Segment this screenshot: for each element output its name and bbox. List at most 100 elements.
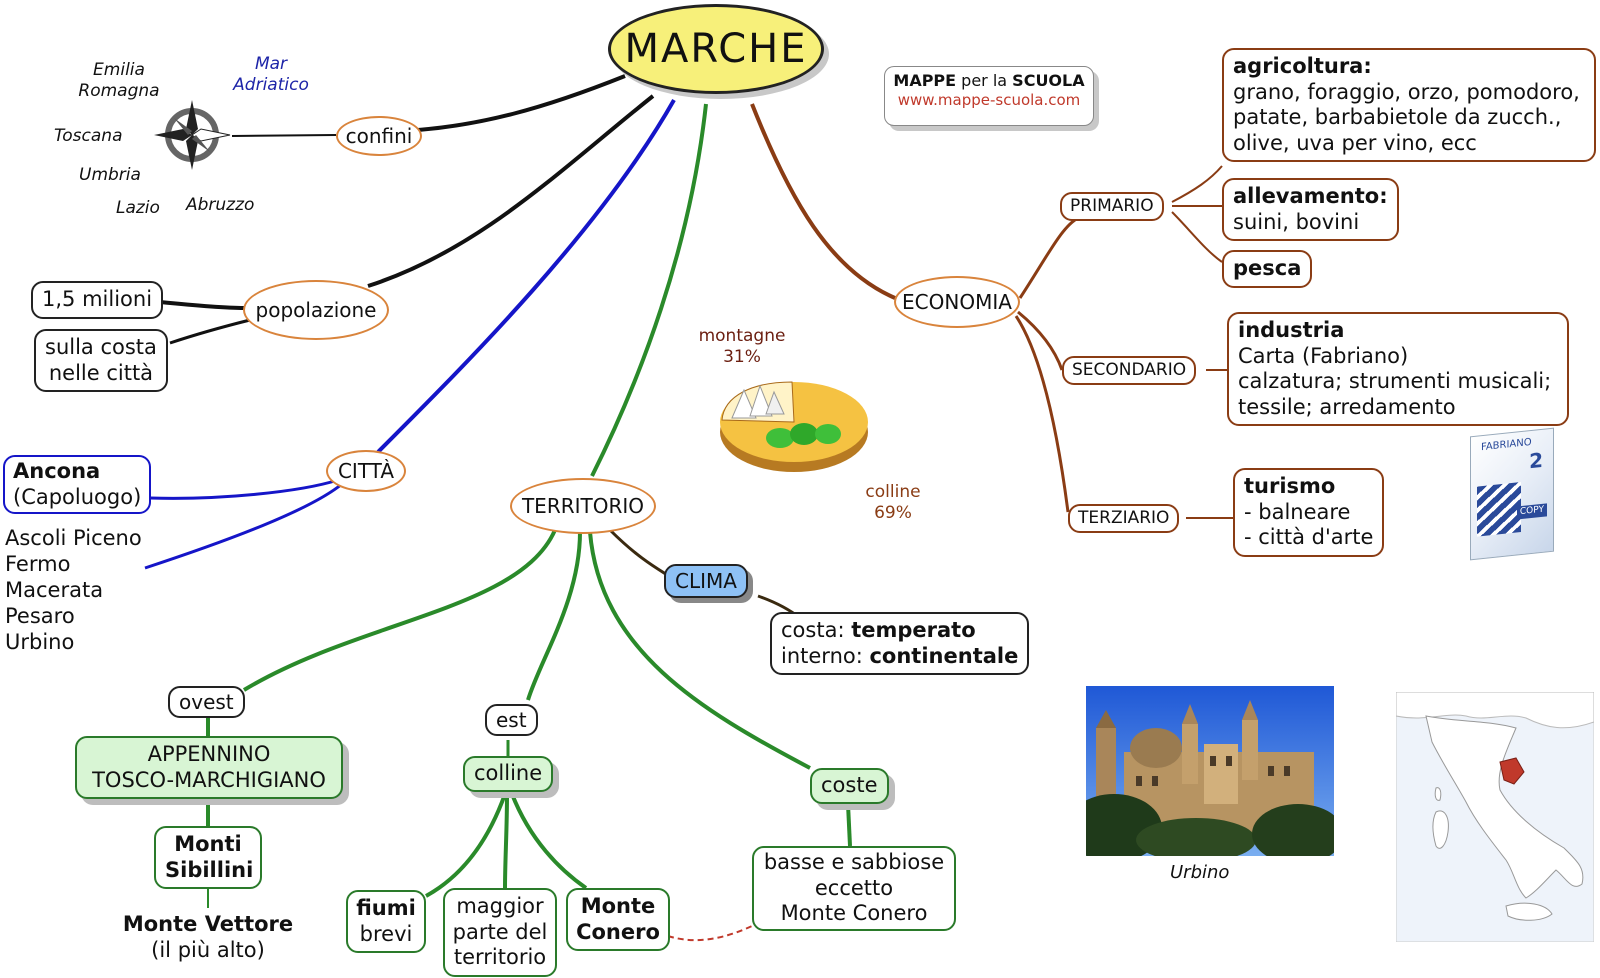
city-item: Urbino <box>5 630 75 655</box>
turismo-box[interactable]: turismo - balneare - città d'arte <box>1233 468 1385 557</box>
fabriano-paper-ream-image: FABRIANO 2 COPY <box>1470 427 1554 561</box>
industria-box[interactable]: industria Carta (Fabriano) calzatura; st… <box>1227 312 1569 427</box>
industria-line: tessile; arredamento <box>1238 394 1456 419</box>
fiumi-line2: brevi <box>359 921 413 946</box>
brand-url: www.mappe-scuola.com <box>897 90 1081 109</box>
pie-montagne-text: montagne <box>698 326 786 346</box>
population-count: 1,5 milioni <box>42 287 153 311</box>
coste-line3: Monte Conero <box>780 901 928 926</box>
turismo-line: - città d'arte <box>1244 525 1374 550</box>
capital-note: (Capoluogo) <box>13 484 142 509</box>
capital-box[interactable]: Ancona (Capoluogo) <box>3 455 152 515</box>
agricoltura-title: agricoltura: <box>1233 54 1372 78</box>
population-where-box[interactable]: sulla costa nelle città <box>34 329 168 393</box>
pie-label-montagne: montagne 31% <box>686 326 798 367</box>
colline-node[interactable]: colline <box>463 756 554 792</box>
population-count-box[interactable]: 1,5 milioni <box>31 281 164 319</box>
territory-pie-illustration <box>720 381 868 472</box>
urbino-photo <box>1086 686 1334 856</box>
city-item: Pesaro <box>5 604 75 629</box>
colline-label: colline <box>474 761 543 785</box>
pie-montagne-pct: 31% <box>723 346 761 367</box>
region-emilia-romagna: Emilia Romagna <box>78 60 160 102</box>
secondario-label: SECONDARIO <box>1072 360 1187 380</box>
pesca-label: pesca <box>1233 256 1302 280</box>
confini-label: confini <box>345 123 413 148</box>
clima-interno-label: interno: <box>781 643 870 668</box>
agricoltura-box[interactable]: agricoltura: grano, foraggio, orzo, pomo… <box>1222 48 1596 163</box>
territorio-node[interactable]: TERRITORIO <box>510 478 656 534</box>
primario-node[interactable]: PRIMARIO <box>1060 192 1164 221</box>
industria-line: calzatura; strumenti musicali; <box>1238 369 1552 394</box>
clima-node[interactable]: CLIMA <box>664 564 748 599</box>
terziario-node[interactable]: TERZIARIO <box>1068 504 1180 533</box>
coste-line2: eccetto <box>814 875 894 900</box>
coste-box[interactable]: basse e sabbiose eccetto Monte Conero <box>752 846 956 931</box>
agricoltura-line: patate, barbabietole da zucch., <box>1233 105 1562 130</box>
primario-label: PRIMARIO <box>1070 196 1154 216</box>
appennino-line2: TOSCO-MARCHIGIANO <box>92 767 326 792</box>
conero-line1: Monte <box>580 894 656 918</box>
coste-line1: basse e sabbiose <box>763 850 945 874</box>
pie-colline-pct: 69% <box>874 502 912 523</box>
sibillini-node[interactable]: Monti Sibillini <box>154 826 262 890</box>
pesca-box[interactable]: pesca <box>1222 250 1313 288</box>
agricoltura-line: olive, uva per vino, ecc <box>1233 130 1477 155</box>
compass-rose-icon <box>154 100 231 170</box>
clima-interno-value: continentale <box>869 643 1019 668</box>
est-label: est <box>496 708 527 732</box>
popolazione-node[interactable]: popolazione <box>243 280 389 340</box>
brand-scuola: SCUOLA <box>1012 71 1085 90</box>
other-cities-list: Ascoli Piceno Fermo Macerata Pesaro Urbi… <box>5 525 142 655</box>
allevamento-text: suini, bovini <box>1233 209 1360 234</box>
sibillini-line1: Monti <box>174 832 242 856</box>
secondario-node[interactable]: SECONDARIO <box>1062 356 1197 385</box>
coste-node[interactable]: coste <box>810 768 889 804</box>
pie-colline-text: colline <box>865 482 921 502</box>
industria-line: Carta (Fabriano) <box>1238 343 1409 368</box>
territorio-label: TERRITORIO <box>521 493 645 518</box>
maggior-line1: maggior <box>456 894 544 918</box>
vettore-text: Monte Vettore (il più alto) <box>108 912 308 963</box>
clima-costa-label: costa: <box>781 618 852 642</box>
title-text: MARCHE <box>624 25 808 72</box>
agricoltura-line: grano, foraggio, orzo, pomodoro, <box>1233 79 1580 104</box>
capital-name: Ancona <box>13 459 101 483</box>
population-where-line2: nelle città <box>48 360 154 385</box>
appennino-node[interactable]: APPENNINO TOSCO-MARCHIGIANO <box>75 736 343 800</box>
economia-node[interactable]: ECONOMIA <box>894 276 1020 328</box>
coste-label: coste <box>821 773 878 797</box>
clima-label: CLIMA <box>675 569 737 593</box>
region-umbria: Umbria <box>79 165 141 185</box>
sea-adriatico: Mar Adriatico <box>233 54 309 96</box>
turismo-line: - balneare <box>1244 499 1351 524</box>
allevamento-title: allevamento: <box>1233 184 1388 208</box>
confini-node[interactable]: confini <box>336 116 422 156</box>
fiumi-node[interactable]: fiumi brevi <box>346 890 426 954</box>
clima-box[interactable]: costa: temperato interno: continentale <box>770 612 1030 676</box>
ovest-label: ovest <box>179 690 234 714</box>
city-item: Ascoli Piceno <box>5 526 142 550</box>
economia-label: ECONOMIA <box>902 289 1012 314</box>
urbino-photo-caption: Urbino <box>1170 862 1230 883</box>
monte-conero-node[interactable]: Monte Conero <box>566 888 670 952</box>
allevamento-box[interactable]: allevamento: suini, bovini <box>1222 178 1399 242</box>
industria-title: industria <box>1238 318 1345 342</box>
population-where-line1: sulla costa <box>45 335 157 359</box>
maggior-parte-node[interactable]: maggior parte del territorio <box>443 888 557 977</box>
maggior-line3: territorio <box>453 945 547 970</box>
citta-label: CITTÀ <box>337 458 395 483</box>
maggior-line2: parte del <box>452 919 548 944</box>
brand-mappe: MAPPE <box>893 71 957 90</box>
conero-line2: Conero <box>576 919 660 944</box>
title-node[interactable]: MARCHE <box>608 4 824 94</box>
est-node[interactable]: est <box>485 704 538 737</box>
region-abruzzo: Abruzzo <box>186 195 255 215</box>
citta-node[interactable]: CITTÀ <box>326 450 406 492</box>
ovest-node[interactable]: ovest <box>168 686 245 719</box>
fiumi-line1: fiumi <box>356 896 416 920</box>
terziario-label: TERZIARIO <box>1078 508 1170 528</box>
region-lazio: Lazio <box>116 198 160 218</box>
brand-box[interactable]: MAPPE per la SCUOLA www.mappe-scuola.com <box>884 66 1094 126</box>
clima-costa-value: temperato <box>851 618 976 642</box>
